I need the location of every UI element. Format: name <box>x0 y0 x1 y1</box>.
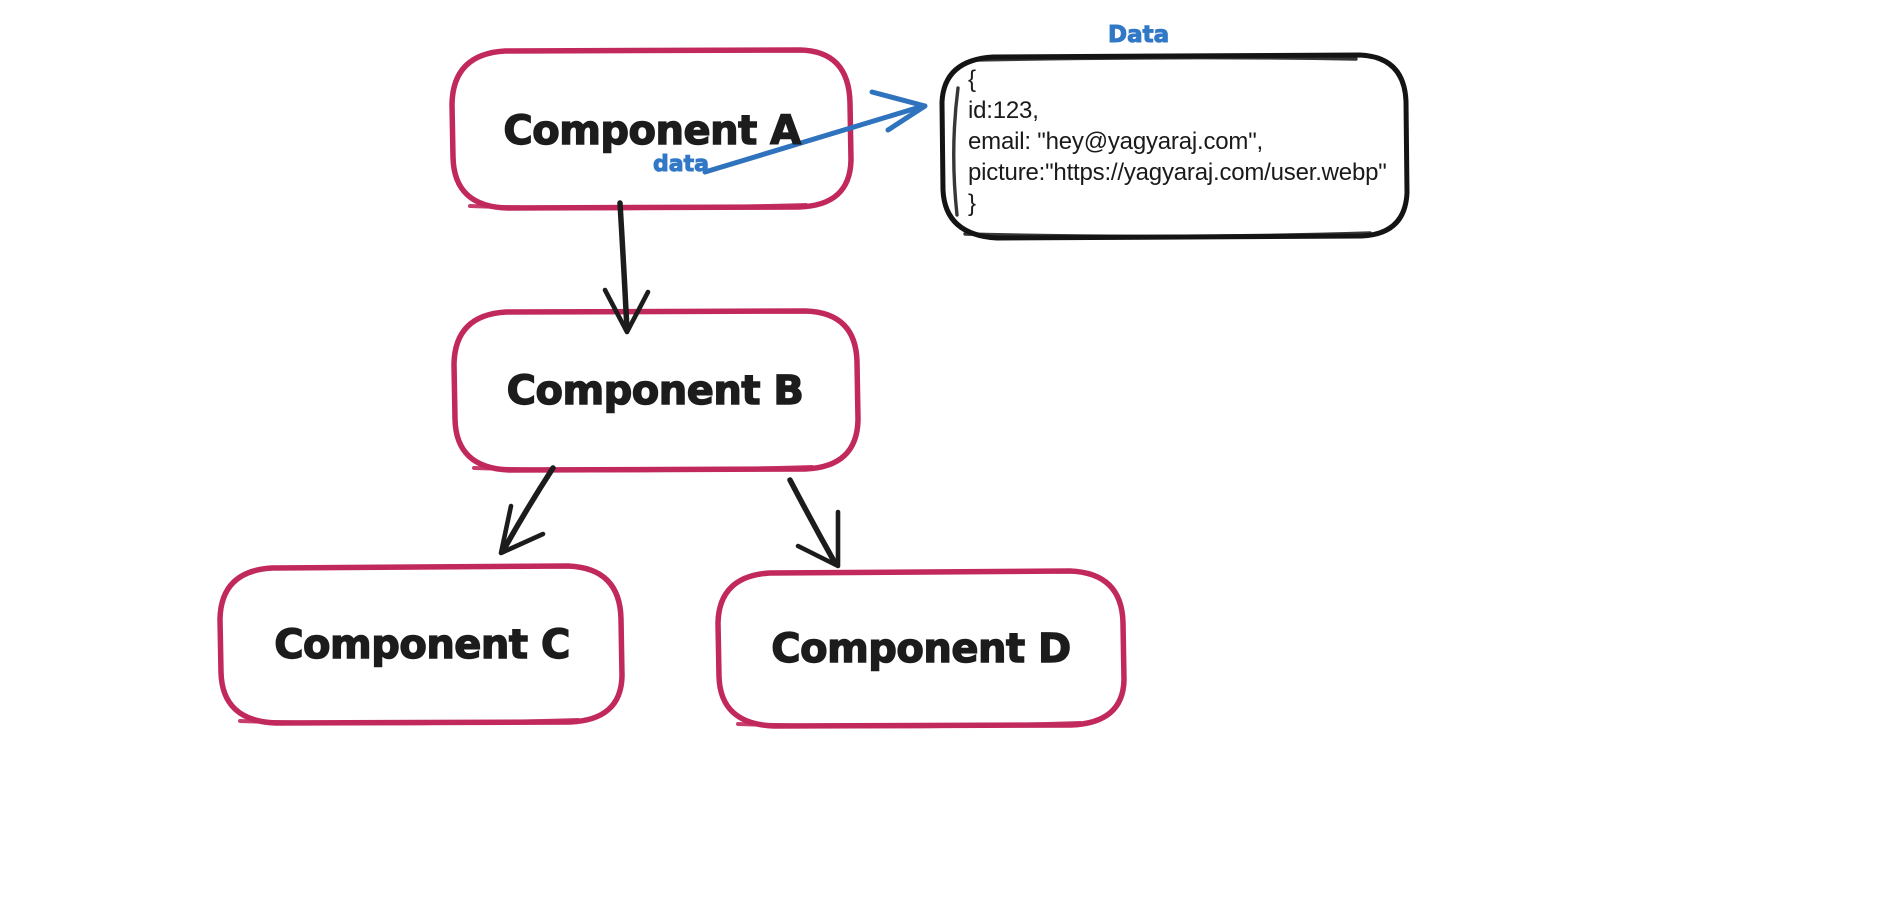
data-box-outline[interactable] <box>939 52 1410 241</box>
data-line: id:123, <box>968 97 1039 124</box>
data-panel-title: Data <box>1107 22 1170 49</box>
data-line: email: "hey@yagyaraj.com", <box>968 128 1263 155</box>
arrow-data-to-data-box <box>702 89 928 175</box>
data-line: picture:"https://yagyaraj.com/user.webp" <box>968 159 1387 186</box>
node-component-b[interactable]: Component B <box>452 310 858 472</box>
node-component-a[interactable]: Component A <box>452 50 852 212</box>
node-component-a-label: Component A <box>503 107 802 154</box>
data-line: { <box>968 66 976 93</box>
data-panel-content: { id:123, email: "hey@yagyaraj.com", pic… <box>940 50 1410 235</box>
node-component-c-label: Component C <box>273 621 571 668</box>
arrow-b-to-d <box>787 477 841 569</box>
component-b-box-sketch <box>472 465 814 473</box>
node-component-b-label: Component B <box>506 367 805 414</box>
node-component-d-label: Component D <box>771 625 1072 672</box>
data-line: } <box>968 190 976 217</box>
node-component-c[interactable]: Component C <box>220 565 624 725</box>
arrow-b-to-c <box>498 465 556 556</box>
node-component-d[interactable]: Component D <box>718 570 1124 728</box>
arrow-a-to-b <box>602 200 651 335</box>
component-d-box-sketch <box>736 721 1082 729</box>
data-box-sketch <box>952 56 1372 238</box>
component-c-box-sketch <box>238 718 580 726</box>
edge-label-data: data <box>653 152 710 178</box>
